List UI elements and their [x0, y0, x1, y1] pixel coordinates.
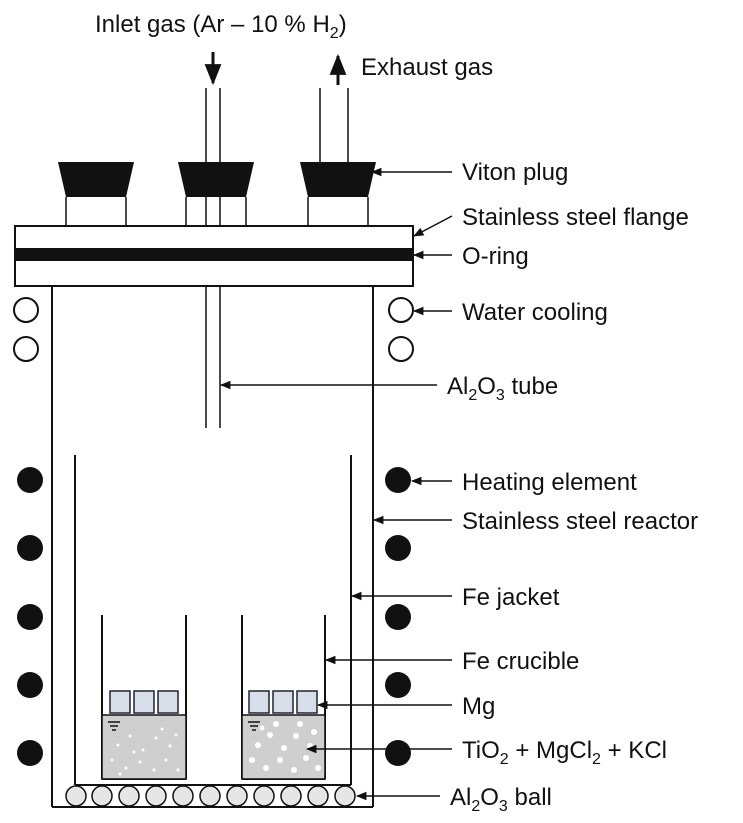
- mixture-particles-left: [110, 727, 180, 776]
- mg-blocks-left: [109, 690, 179, 714]
- mixture-label: TiO2 + MgCl2 + KCl: [462, 737, 667, 768]
- exhaust-tube: [319, 88, 349, 162]
- stainless-steel-flange-label: Stainless steel flange: [462, 204, 689, 231]
- heating-element-label: Heating element: [462, 469, 637, 496]
- viton-plug-left: [58, 162, 134, 226]
- al2o3-balls: [65, 785, 356, 807]
- mg-blocks-right: [248, 690, 318, 714]
- stainless-steel-reactor-label: Stainless steel reactor: [462, 508, 698, 535]
- inlet-gas-label: Inlet gas (Ar – 10 % H2): [95, 11, 347, 42]
- al2o3-ball-label: Al2O3 ball: [450, 784, 552, 815]
- flange-arrow: [413, 215, 453, 237]
- o-ring-label: O-ring: [462, 243, 529, 270]
- mg-label: Mg: [462, 693, 495, 720]
- exhaust-gas-label: Exhaust gas: [361, 54, 493, 81]
- viton-plug-right: [300, 162, 376, 226]
- viton-plug-middle: [178, 162, 254, 226]
- fe-jacket: [74, 455, 352, 786]
- o-ring: [15, 248, 413, 261]
- salt-mixture-left: [101, 714, 187, 780]
- mixture-particles-right: [249, 721, 321, 773]
- viton-plug-label: Viton plug: [462, 159, 568, 186]
- heating-elements: [17, 467, 411, 766]
- water-cooling-coils: [13, 297, 414, 362]
- fe-jacket-label: Fe jacket: [462, 584, 560, 611]
- level-mark-right: [248, 721, 260, 731]
- fe-crucible-label: Fe crucible: [462, 648, 579, 675]
- al2o3-tube-label: Al2O3 tube: [447, 373, 558, 404]
- level-mark-left: [108, 721, 120, 731]
- al2o3-tube: [205, 88, 221, 428]
- stainless-steel-reactor: [51, 287, 374, 808]
- water-cooling-label: Water cooling: [462, 299, 608, 326]
